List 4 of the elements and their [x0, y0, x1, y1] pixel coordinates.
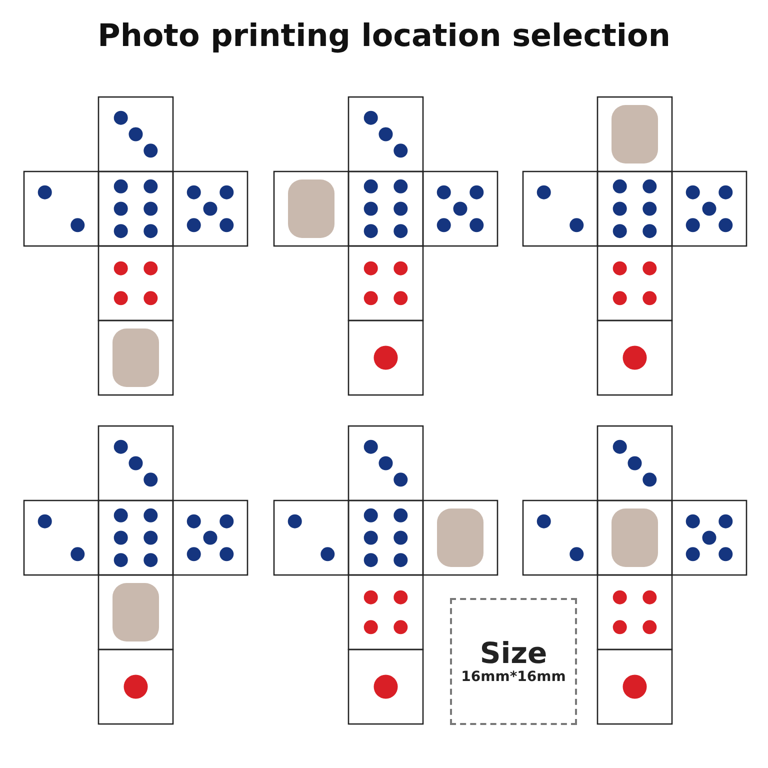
- dimension-label: 16mm*16mm: [461, 669, 566, 686]
- size-heading: Size: [480, 638, 548, 670]
- title: Photo printing location selection: [96, 18, 672, 54]
- size-box: [450, 598, 577, 725]
